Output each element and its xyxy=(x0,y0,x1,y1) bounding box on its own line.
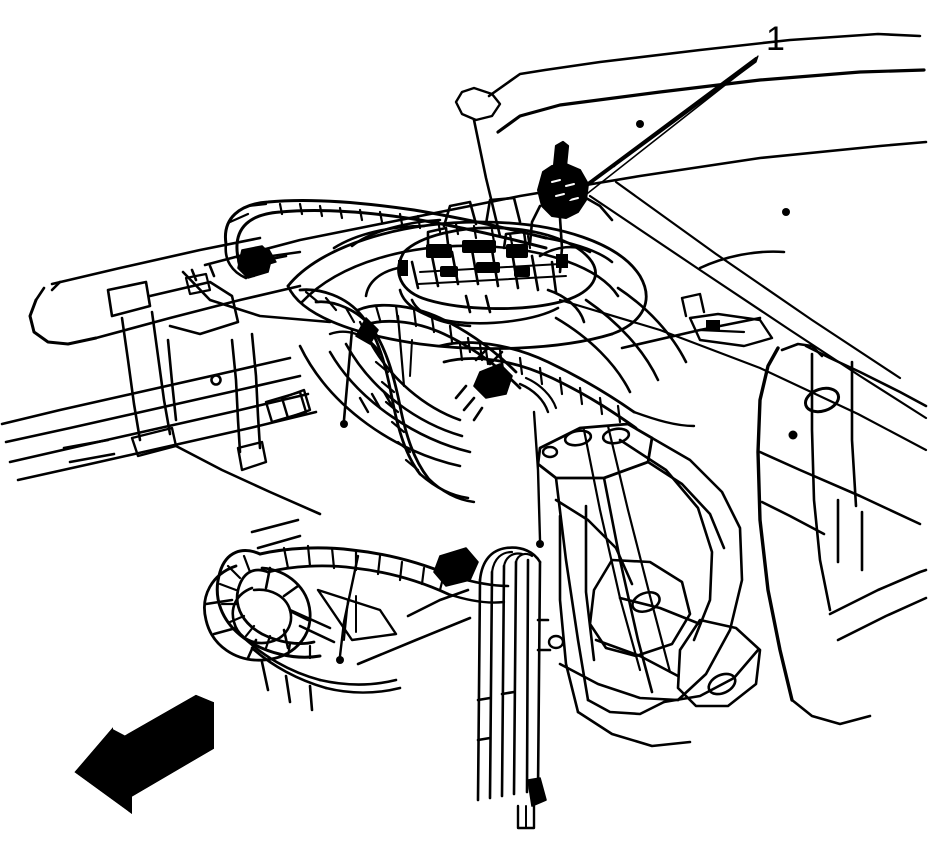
mid-hose-routing xyxy=(298,288,696,504)
line-retainer-clips xyxy=(184,247,774,420)
callout-label-1: 1 xyxy=(766,20,785,58)
electrical-connector xyxy=(528,140,614,274)
corrugated-vapor-hose-lower xyxy=(215,544,510,660)
frame-rail-left xyxy=(0,310,322,516)
shock-mount-bracket xyxy=(536,438,714,748)
fuel-tank xyxy=(286,218,688,468)
fuel-line-bundle xyxy=(476,546,547,830)
rear-axle-tube xyxy=(28,236,302,346)
lower-hose-tails xyxy=(238,632,402,712)
fuel-pump-module xyxy=(364,196,597,324)
orientation-arrow xyxy=(74,694,214,814)
hose-coil-lower-left xyxy=(203,564,312,662)
sender-probe-rods xyxy=(336,314,544,664)
callout-1-leader xyxy=(560,55,759,207)
frame-rail-right xyxy=(756,342,928,726)
pump-module-base-detail xyxy=(332,224,568,328)
surface-edge-lines xyxy=(62,120,790,666)
